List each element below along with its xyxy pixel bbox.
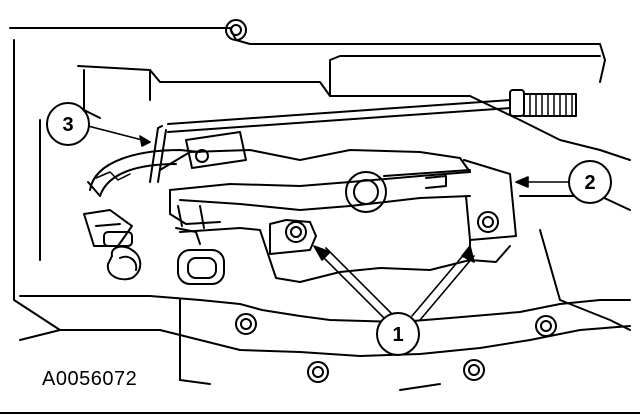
callout-leaders [87,125,573,321]
callout-3: 3 [46,102,90,146]
case-bolt [463,359,485,381]
left-mechanism [83,209,225,285]
callout-1: 1 [376,312,420,356]
detent-lever-assembly [87,125,517,283]
oval-slot [177,249,225,285]
long-bolt [167,89,577,133]
callout-3-label: 3 [62,114,73,136]
manual-shaft-block [185,131,247,169]
top-bolt [225,19,247,41]
rod-3 [149,125,163,183]
bracket-bolt-right [477,211,499,233]
bracket-bolt-left [269,219,317,255]
figure-id-label: A0056072 [42,368,138,390]
pivot-boss [345,171,387,213]
callout-2: 2 [568,160,612,204]
bottom-rule [0,412,640,414]
callout-2-label: 2 [584,172,595,194]
valve-body [19,295,631,391]
case-bolt [235,313,257,335]
case-bolt [307,361,329,383]
case-bolt [535,315,557,337]
right-bracket [463,159,517,241]
callout-1-label: 1 [392,324,403,346]
